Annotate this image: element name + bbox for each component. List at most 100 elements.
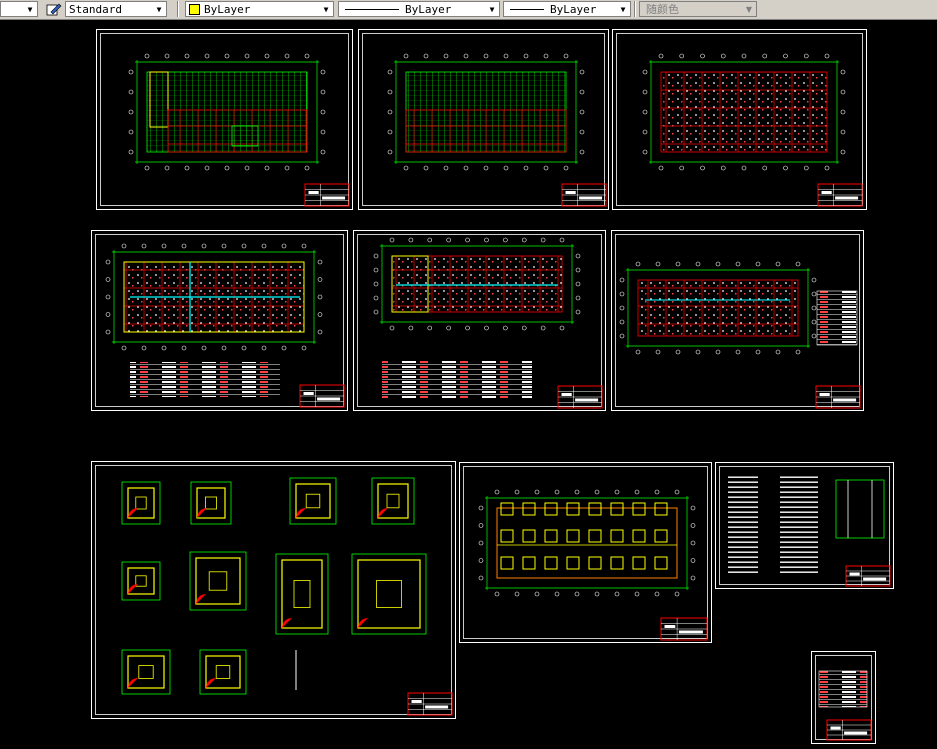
section-mark-red xyxy=(296,508,306,518)
sheet-footing-details xyxy=(91,461,456,719)
axis-bubble xyxy=(317,329,323,335)
pile-cap xyxy=(588,502,602,516)
axis-bubble xyxy=(478,505,484,511)
title-block-text xyxy=(425,705,449,709)
footing-dimension xyxy=(289,477,337,525)
axis-bubble xyxy=(503,53,509,59)
axis-bubble xyxy=(128,89,134,95)
axis-bubble xyxy=(446,237,451,243)
linetype-dropdown[interactable]: ByLayer ▼ xyxy=(338,1,500,17)
axis-bubble xyxy=(824,53,830,59)
pile-cap xyxy=(500,556,514,570)
axis-bubble xyxy=(389,325,395,331)
chevron-down-icon: ▼ xyxy=(489,4,495,14)
axis-bubble xyxy=(720,165,726,171)
pile-cap xyxy=(522,529,536,543)
drawing-canvas[interactable] xyxy=(0,20,937,749)
axis-bubble xyxy=(811,291,817,297)
column-stub xyxy=(138,665,154,679)
beam-outline-yellow xyxy=(123,261,305,333)
pile-cap xyxy=(632,502,646,516)
axis-bubble xyxy=(121,243,127,249)
axis-bubble xyxy=(735,349,741,355)
sheet-beam-plan-1 xyxy=(91,230,348,411)
footing-dimension xyxy=(275,553,329,635)
axis-bubble xyxy=(184,165,190,171)
title-block-text xyxy=(411,700,422,703)
axis-bubble xyxy=(690,575,696,581)
axis-bubble xyxy=(281,345,287,351)
axis-bubble xyxy=(579,149,585,155)
column-stub xyxy=(386,493,400,509)
title-block-text xyxy=(303,392,314,395)
pile-cap xyxy=(654,502,668,516)
axis-bubble xyxy=(483,165,489,171)
axis-bubble xyxy=(679,165,685,171)
footing-outline xyxy=(295,483,331,519)
title-block-text xyxy=(833,398,857,402)
color-dropdown[interactable]: ByLayer ▼ xyxy=(185,1,334,17)
column-marks xyxy=(661,72,827,152)
axis-bubble xyxy=(690,540,696,546)
axis-bubble xyxy=(783,165,788,171)
slab-marks xyxy=(638,280,798,336)
column-stub xyxy=(135,575,147,587)
plan-stair-yellow xyxy=(149,71,169,128)
axis-bubble xyxy=(443,165,449,171)
section-mark-red xyxy=(282,618,292,628)
pile-cap xyxy=(544,556,558,570)
chevron-down-icon: ▼ xyxy=(323,4,329,14)
drawing-sheet-inner-border xyxy=(616,33,863,206)
axis-bubble xyxy=(658,165,664,171)
lineweight-dropdown[interactable]: ByLayer ▼ xyxy=(503,1,631,17)
axis-bubble xyxy=(484,237,489,243)
plot-style-dropdown[interactable]: 随颜色 ▼ xyxy=(639,1,757,17)
drawing-sheet-inner-border xyxy=(357,234,602,407)
axis-bubble xyxy=(720,53,726,59)
axis-bubble xyxy=(161,345,167,351)
axis-bubble xyxy=(635,261,641,267)
footing-dimension xyxy=(121,481,161,525)
axis-bubble xyxy=(463,53,469,59)
axis-bubble xyxy=(503,165,509,171)
axis-bubble xyxy=(579,129,585,135)
drawing-sheet-inner-border xyxy=(463,466,708,639)
axis-bubble xyxy=(201,243,207,249)
axis-bubble xyxy=(575,281,581,287)
axis-bubble xyxy=(373,309,379,315)
text-style-dropdown[interactable]: Standard ▼ xyxy=(65,1,167,17)
axis-bubble xyxy=(478,540,484,546)
pile-cap xyxy=(566,502,580,516)
footing-outline xyxy=(357,559,421,629)
pile-cap xyxy=(654,556,668,570)
axis-bubble xyxy=(554,591,560,597)
sheet-general-notes xyxy=(715,462,894,589)
pile-cap xyxy=(588,529,602,543)
axis-bubble xyxy=(811,319,817,325)
axis-bubble xyxy=(164,53,170,59)
axis-bubble xyxy=(658,53,664,59)
axis-bubble xyxy=(373,281,379,287)
axis-bubble xyxy=(121,345,127,351)
text-style-icon[interactable] xyxy=(45,1,63,17)
left-clipped-combo[interactable]: ▼ xyxy=(0,1,38,17)
axis-bubble xyxy=(675,349,681,355)
axis-bubble xyxy=(389,237,395,243)
axis-bubble xyxy=(543,53,549,59)
axis-bubble xyxy=(795,349,801,355)
footing-outline xyxy=(281,559,323,629)
pile-cap xyxy=(610,529,624,543)
axis-bubble xyxy=(619,319,625,325)
sheet-floor-plan-2 xyxy=(358,29,609,210)
axis-bubble xyxy=(427,325,433,331)
sheet-drawing-index xyxy=(811,651,876,744)
axis-bubble xyxy=(579,89,585,95)
axis-bubble xyxy=(261,243,267,249)
axis-bubble xyxy=(695,349,701,355)
axis-bubble xyxy=(619,333,625,339)
axis-bubble xyxy=(387,149,393,155)
axis-bubble xyxy=(317,259,323,265)
axis-bubble xyxy=(320,109,326,115)
axis-bubble xyxy=(700,165,705,171)
axis-bubble xyxy=(579,109,585,115)
